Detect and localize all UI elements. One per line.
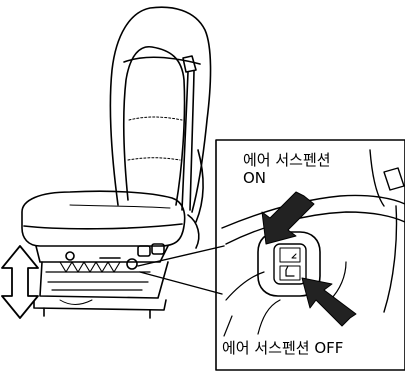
seat-illustration bbox=[22, 7, 211, 318]
air-suspension-on-label-line2: ON bbox=[243, 170, 266, 187]
height-adjust-arrow bbox=[2, 246, 38, 318]
air-suspension-off-label: 에어 서스펜션 OFF bbox=[222, 340, 343, 357]
pointer-arrow-on bbox=[262, 192, 314, 244]
callout-connector bbox=[138, 246, 224, 294]
air-suspension-on-label-line1: 에어 서스펜션 bbox=[243, 152, 331, 169]
pointer-arrow-off bbox=[302, 278, 356, 326]
